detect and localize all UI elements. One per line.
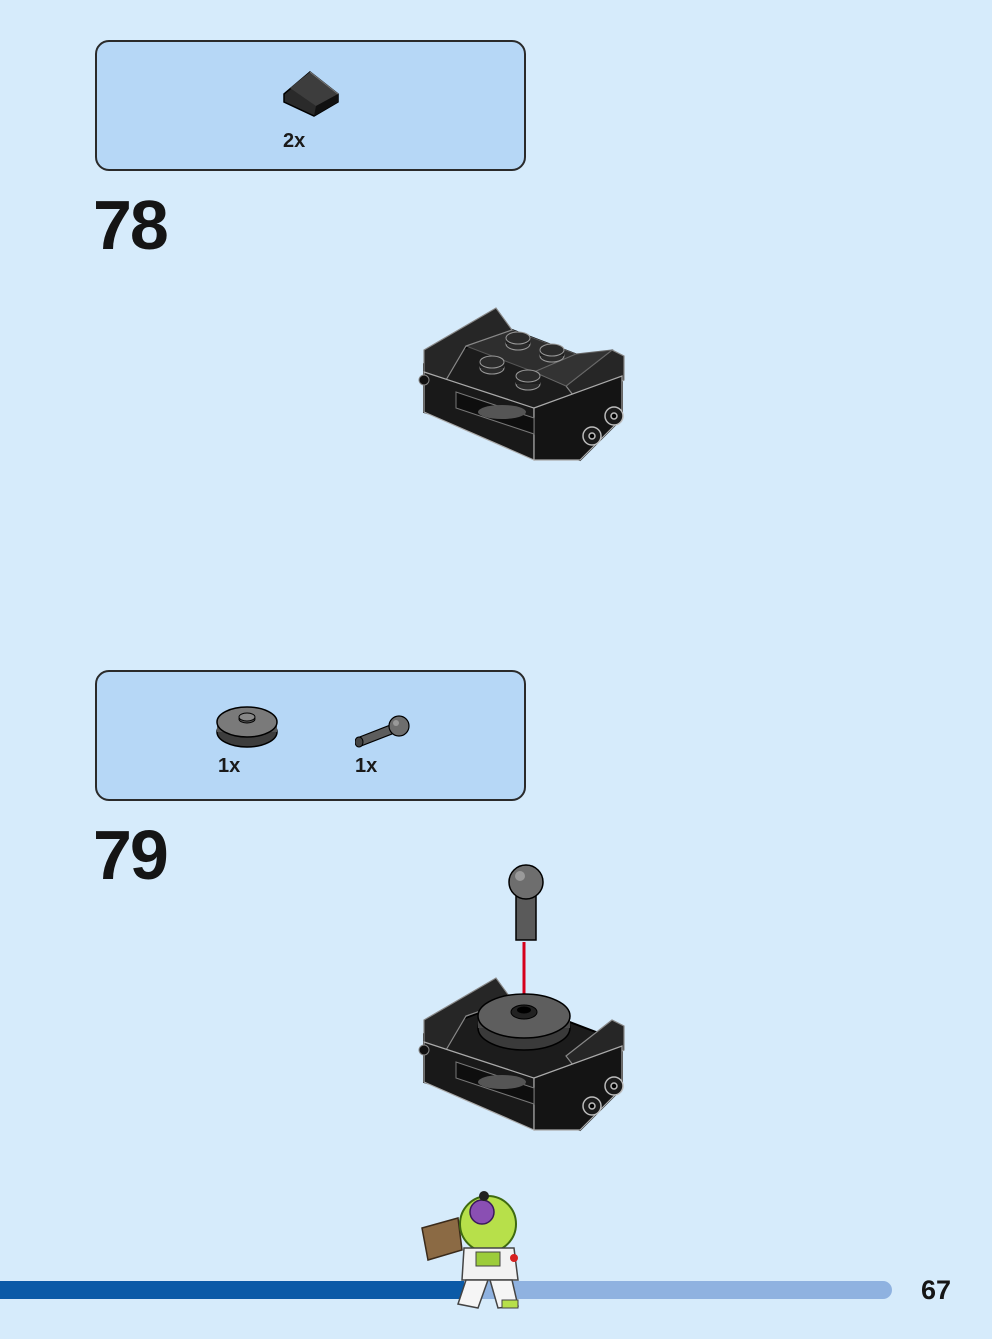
buzz-lightyear-minifig-icon [421,1191,519,1309]
page-number: 67 [921,1275,952,1305]
parts-callout-step-79: 1x 1x [95,670,526,801]
part-quantity: 1x [218,755,241,777]
progress-bar [0,1281,892,1299]
round-plate-icon [216,706,278,748]
step-number-79: 79 [93,816,169,894]
ball-joint-pin-icon [355,715,410,748]
step-number-78: 78 [93,186,169,264]
progress-fill [0,1281,464,1299]
part-quantity: 2x [283,130,306,152]
black-slope-tile-icon [283,71,339,117]
part-quantity: 1x [355,755,378,777]
brick-assembly-step-78 [418,307,625,462]
parts-callout-step-78: 2x [95,40,526,171]
brick-assembly-step-79 [418,864,625,1132]
